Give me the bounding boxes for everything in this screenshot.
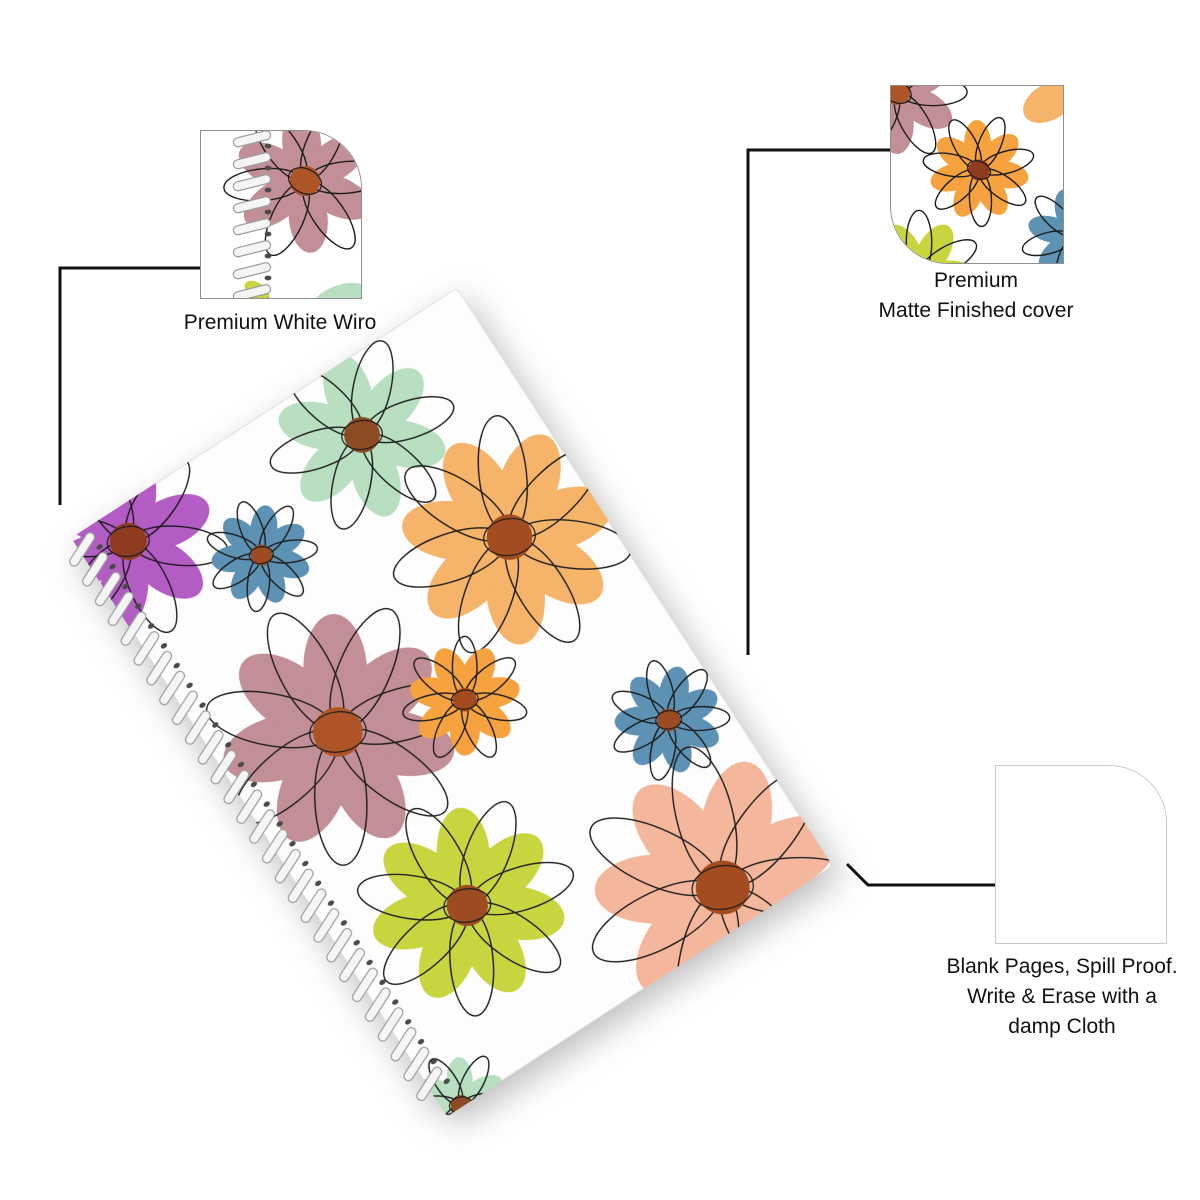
spiral-binding [69,532,450,1102]
leader-line-wiro [58,266,200,505]
cover-flower-pattern [71,340,833,1117]
label-line: Matte Finished cover [878,298,1074,322]
callout-matte-label: Premium Matte Finished cover [846,266,1106,326]
callout-matte-image [890,85,1064,264]
callout-pages-image [995,765,1167,944]
leader-line-pages [845,862,996,887]
label-line: damp Cloth [1008,1014,1116,1038]
wiro-binding-coils [232,131,272,298]
label-line: Write & Erase with a [967,984,1157,1008]
label-line: Premium [933,269,1018,292]
notebook-cover-art [69,289,833,1117]
label-line: Blank Pages, Spill Proof. [946,955,1178,978]
notebook [69,287,833,1117]
leader-line-matte [746,148,890,655]
callout-wiro-label: Premium White Wiro [140,308,420,338]
callout-pages-label: Blank Pages, Spill Proof. Write & Erase … [928,952,1196,1041]
callout-wiro-image [200,130,362,299]
label-line: Premium White Wiro [183,311,377,334]
